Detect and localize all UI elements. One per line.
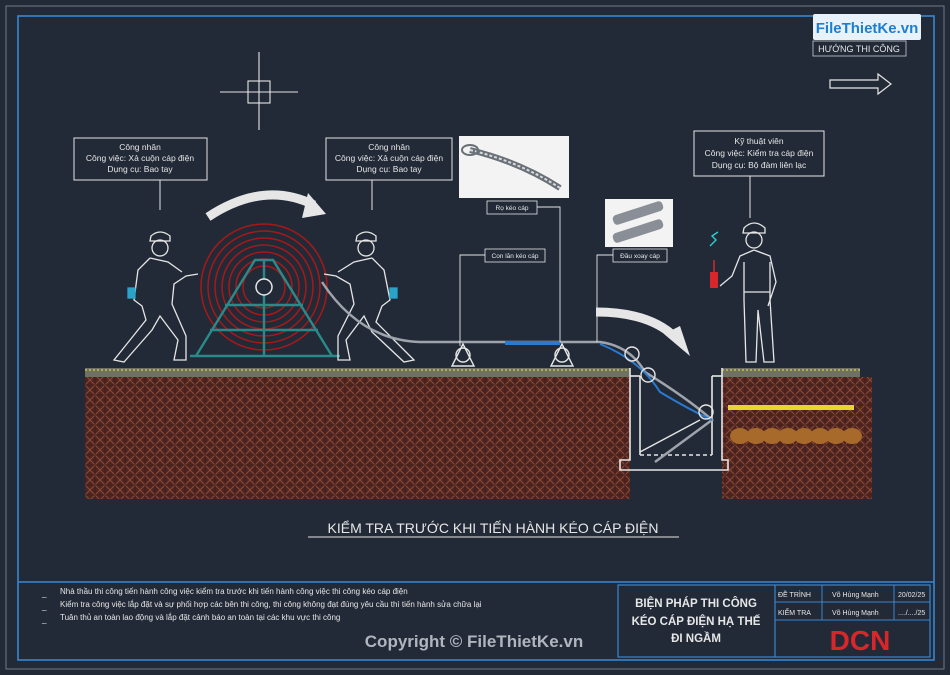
note-line: Tuân thủ an toàn lao động và lắp đặt cản… xyxy=(60,613,340,622)
label-worker-left: Công nhân Công việc: Xả cuộn cáp điện Dụ… xyxy=(73,137,208,210)
label-roller: Con lăn kéo cáp xyxy=(459,248,546,346)
rotation-arrow-icon xyxy=(205,190,317,221)
note-line: Kiểm tra công việc lắp đặt và sự phối hợ… xyxy=(60,600,482,609)
svg-text:Công việc: Kiểm tra cáp điện: Công việc: Kiểm tra cáp điện xyxy=(705,148,814,158)
crosshair-icon xyxy=(220,52,298,130)
label-worker-right: Công nhân Công việc: Xả cuộn cáp điện Dụ… xyxy=(325,137,453,210)
svg-text:Con lăn kéo cáp: Con lăn kéo cáp xyxy=(492,253,539,260)
technician xyxy=(719,222,777,363)
svg-text:_: _ xyxy=(41,615,47,624)
note-line: Nhà thầu thi công tiến hành công việc ki… xyxy=(60,587,408,596)
ground-left xyxy=(85,368,630,499)
pull-direction-arrow-head xyxy=(664,326,690,356)
cable-drum xyxy=(190,223,340,358)
svg-text:_: _ xyxy=(41,589,47,598)
label-pulling-grip: Rọ kéo cáp xyxy=(486,200,561,342)
svg-text:ĐỀ TRÌNH: ĐỀ TRÌNH xyxy=(778,589,811,599)
svg-text:Công việc: Xả cuộn cáp điện: Công việc: Xả cuộn cáp điện xyxy=(86,153,194,163)
ground-right xyxy=(722,368,872,499)
pulling-grip-photo xyxy=(459,136,569,198)
trench xyxy=(619,368,729,471)
copyright-watermark: Copyright © FileThietKe.vn xyxy=(365,632,583,651)
svg-text:Rọ kéo cáp: Rọ kéo cáp xyxy=(496,205,529,212)
worker-left xyxy=(112,231,199,363)
svg-text:Dụng cụ: Bộ đàm liên lạc: Dụng cụ: Bộ đàm liên lạc xyxy=(712,160,807,170)
svg-text:KIỂM TRA: KIỂM TRA xyxy=(778,608,811,617)
rotation-arrow-head xyxy=(302,193,326,218)
svg-text:Công việc: Xả cuộn cáp điện: Công việc: Xả cuộn cáp điện xyxy=(335,153,443,163)
radio-icon xyxy=(709,231,719,288)
logo-badge: HƯỚNG THI CÔNG xyxy=(818,44,900,54)
outer-frame xyxy=(5,5,945,670)
svg-text:Dụng cụ: Bao tay: Dụng cụ: Bao tay xyxy=(356,164,422,174)
direction-arrow-icon xyxy=(829,72,892,96)
title-line: BIỆN PHÁP THI CÔNG xyxy=(635,597,757,610)
cable xyxy=(320,281,714,464)
filethietke-logo: FileThietKe.vn HƯỚNG THI CÔNG xyxy=(812,14,921,57)
svg-text:Công nhân: Công nhân xyxy=(119,142,161,152)
title-line: ĐI NGẦM xyxy=(671,632,721,645)
roller xyxy=(549,342,575,367)
title-line: KÉO CÁP ĐIỆN HẠ THẾ xyxy=(632,615,761,628)
title-block: BIỆN PHÁP THI CÔNG KÉO CÁP ĐIỆN HẠ THẾ Đ… xyxy=(617,584,931,658)
svg-text:Công nhân: Công nhân xyxy=(368,142,410,152)
label-swivel: Đầu xoay cáp xyxy=(596,248,668,342)
pull-rope xyxy=(599,343,713,421)
svg-text:_: _ xyxy=(41,602,47,611)
svg-text:Võ Hùng Mạnh: Võ Hùng Mạnh xyxy=(832,592,879,599)
inner-frame xyxy=(17,15,935,661)
swivel-photo xyxy=(605,199,673,247)
buried-cables xyxy=(730,428,862,444)
pull-direction-arrow-icon xyxy=(595,307,680,342)
svg-text:FileThietKe.vn: FileThietKe.vn xyxy=(816,20,919,37)
warning-tape xyxy=(728,405,854,410)
svg-text:Dụng cụ: Bao tay: Dụng cụ: Bao tay xyxy=(107,164,173,174)
svg-text:Đầu xoay cáp: Đầu xoay cáp xyxy=(620,251,660,260)
roller xyxy=(450,342,476,367)
svg-text:20/02/25: 20/02/25 xyxy=(898,592,925,599)
company-logo: DCN xyxy=(830,625,891,656)
roller xyxy=(624,346,714,453)
svg-text:..../..../25: ..../..../25 xyxy=(898,610,925,617)
drawing-caption: KIỂM TRA TRƯỚC KHI TIẾN HÀNH KÉO CÁP ĐIỆ… xyxy=(328,519,659,536)
worker-right xyxy=(323,231,416,363)
notes: _ Nhà thầu thi công tiến hành công việc … xyxy=(41,587,482,624)
svg-text:Kỹ thuật viên: Kỹ thuật viên xyxy=(734,136,783,146)
svg-text:Võ Hùng Mạnh: Võ Hùng Mạnh xyxy=(832,610,879,617)
label-technician: Kỹ thuật viên Công việc: Kiểm tra cáp đi… xyxy=(693,130,825,218)
